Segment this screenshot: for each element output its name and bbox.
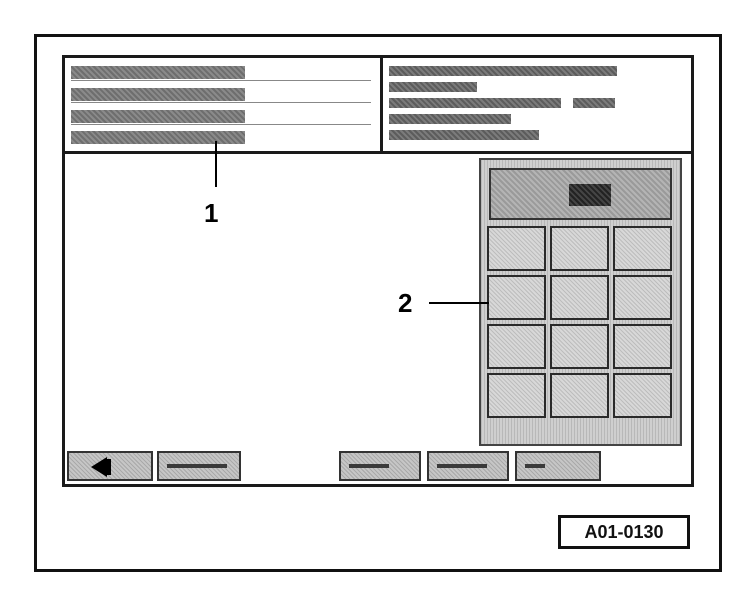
keypad-key[interactable] [613,324,672,369]
header-text-2 [389,82,477,92]
footer-button-3[interactable] [339,451,421,481]
header-info-panel-left [65,58,383,154]
keypad-keys [487,226,674,422]
header-field-4 [71,129,371,146]
button-label-bar [167,464,227,468]
numeric-keypad [479,158,682,446]
display-cursor [569,184,611,206]
header-field-1 [71,64,371,81]
figure-id-label: A01-0130 [558,515,690,549]
callout-2-number: 2 [398,288,413,318]
keypad-key[interactable] [487,373,546,418]
button-label-bar [437,464,487,468]
keypad-key[interactable] [613,226,672,271]
footer-button-4[interactable] [427,451,509,481]
keypad-key[interactable] [550,226,609,271]
back-arrow-icon [91,457,107,477]
header-info-panel-right [383,58,691,154]
header-text-5 [389,114,511,124]
header-text-6 [389,130,539,140]
header-text-4 [573,98,615,108]
callout-2-leader-line [429,302,489,304]
keypad-key[interactable] [487,275,546,320]
keypad-key[interactable] [613,373,672,418]
header-field-3 [71,108,371,125]
footer-button-5[interactable] [515,451,601,481]
header-text-3 [389,98,561,108]
keypad-key[interactable] [550,373,609,418]
tester-screen [62,55,694,487]
footer-button-2[interactable] [157,451,241,481]
callout-1-number: 1 [204,198,219,228]
keypad-key[interactable] [487,324,546,369]
back-button[interactable] [67,451,153,481]
keypad-key[interactable] [487,226,546,271]
keypad-display [489,168,672,220]
keypad-key[interactable] [550,324,609,369]
keypad-key[interactable] [550,275,609,320]
back-arrow-tail [105,459,111,475]
button-label-bar [525,464,545,468]
header-text-1 [389,66,617,76]
keypad-key[interactable] [613,275,672,320]
callout-1-leader-line [215,141,217,187]
button-label-bar [349,464,389,468]
header-field-2 [71,86,371,103]
